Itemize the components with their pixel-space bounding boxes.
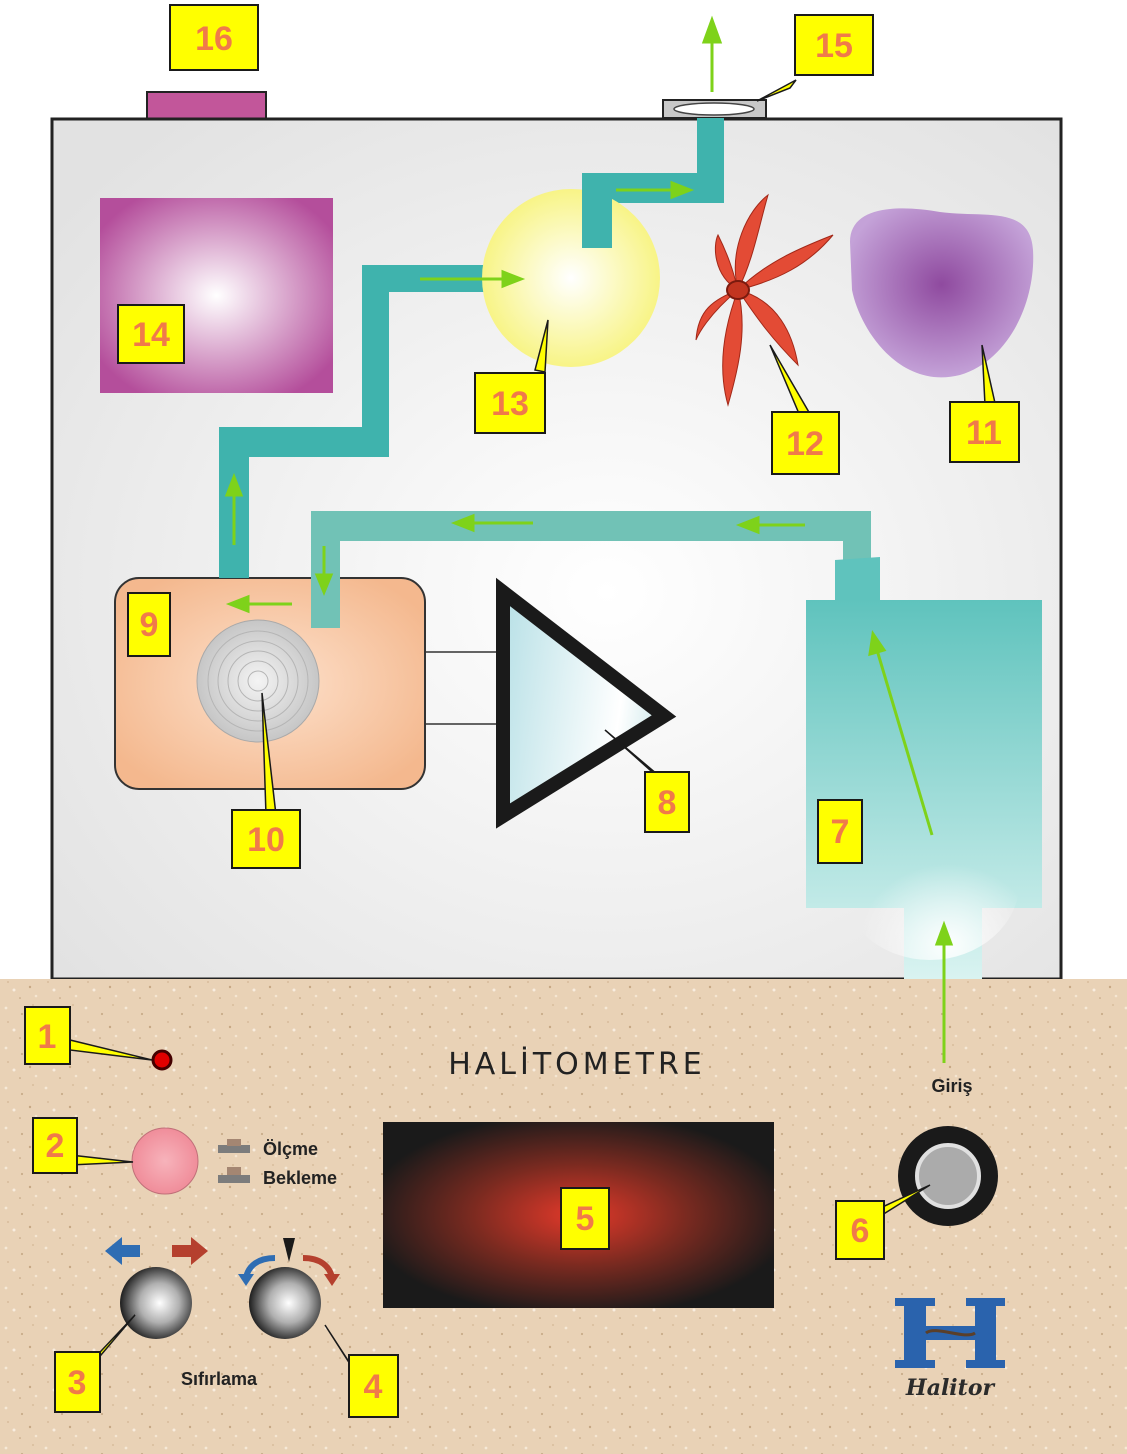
inlet-chamber-glow	[840, 800, 1020, 960]
mode-switch-icon	[218, 1139, 250, 1183]
svg-text:16: 16	[195, 20, 233, 58]
sensor-disc-rings	[207, 630, 309, 732]
component-10-sensor-disc	[196, 619, 320, 743]
callout-5: 5	[560, 1187, 610, 1250]
exhaust-opening	[673, 102, 755, 116]
svg-text:14: 14	[132, 316, 170, 354]
svg-text:6: 6	[851, 1212, 870, 1250]
knob-4-reset[interactable]	[249, 1267, 321, 1339]
knob-3-adjust[interactable]	[120, 1267, 192, 1339]
svg-text:10: 10	[247, 821, 285, 859]
callout-11: 11	[949, 401, 1020, 463]
svg-text:15: 15	[815, 27, 853, 65]
svg-text:2: 2	[46, 1127, 65, 1165]
svg-text:Halitor: Halitor	[905, 1375, 996, 1401]
svg-text:3: 3	[68, 1364, 87, 1402]
output-connector-16	[146, 91, 267, 120]
halitor-logo: Halitor	[895, 1298, 1005, 1401]
svg-text:4: 4	[364, 1368, 383, 1406]
rotate-arrows-icon	[238, 1238, 340, 1286]
callout-16: 16	[169, 4, 259, 71]
callout-3: 3	[54, 1351, 101, 1413]
svg-text:7: 7	[831, 813, 850, 851]
callout-1: 1	[24, 1006, 71, 1065]
component-11-bowl	[850, 208, 1034, 378]
inlet-chamber-neck	[835, 557, 880, 600]
fan-icon	[695, 193, 834, 407]
mode-standby-label: Bekleme	[263, 1168, 337, 1188]
callout-14: 14	[117, 304, 185, 364]
callout-9: 9	[127, 592, 171, 657]
svg-text:13: 13	[491, 385, 529, 423]
inlet-label: Giriş	[931, 1076, 972, 1096]
svg-text:1: 1	[38, 1018, 57, 1056]
svg-text:5: 5	[576, 1200, 595, 1238]
inlet-port-inner	[915, 1143, 981, 1209]
status-led	[151, 1049, 173, 1071]
mode-measure-label: Ölçme	[263, 1139, 318, 1159]
reset-label: Sıfırlama	[181, 1369, 258, 1389]
callout-8: 8	[644, 771, 690, 833]
svg-text:9: 9	[140, 606, 159, 644]
callout-pointers	[69, 79, 996, 1376]
sphere-outlet-duct	[582, 173, 612, 248]
callout-4: 4	[348, 1354, 399, 1418]
callout-6: 6	[835, 1200, 885, 1260]
svg-text:8: 8	[658, 784, 677, 822]
callout-12: 12	[771, 411, 840, 475]
panel-title: HALİTOMETRE	[448, 1046, 706, 1082]
component-8-amplifier	[496, 577, 677, 829]
svg-text:11: 11	[966, 414, 1002, 452]
callout-15: 15	[794, 14, 874, 76]
flow-arrows	[224, 15, 954, 1063]
callout-13: 13	[474, 372, 546, 434]
left-right-arrows-icon	[105, 1237, 208, 1265]
component-13-sphere	[482, 189, 660, 367]
chamber-outlet-duct	[219, 540, 249, 578]
svg-text:12: 12	[786, 425, 824, 463]
callout-2: 2	[32, 1117, 78, 1174]
callout-labels: 16 15 14 13 12 11 9 10 8 7 1 2 3 4 5 6	[24, 4, 1020, 1418]
callout-10: 10	[231, 809, 301, 869]
callout-7: 7	[817, 799, 863, 864]
mode-button[interactable]	[131, 1127, 199, 1195]
